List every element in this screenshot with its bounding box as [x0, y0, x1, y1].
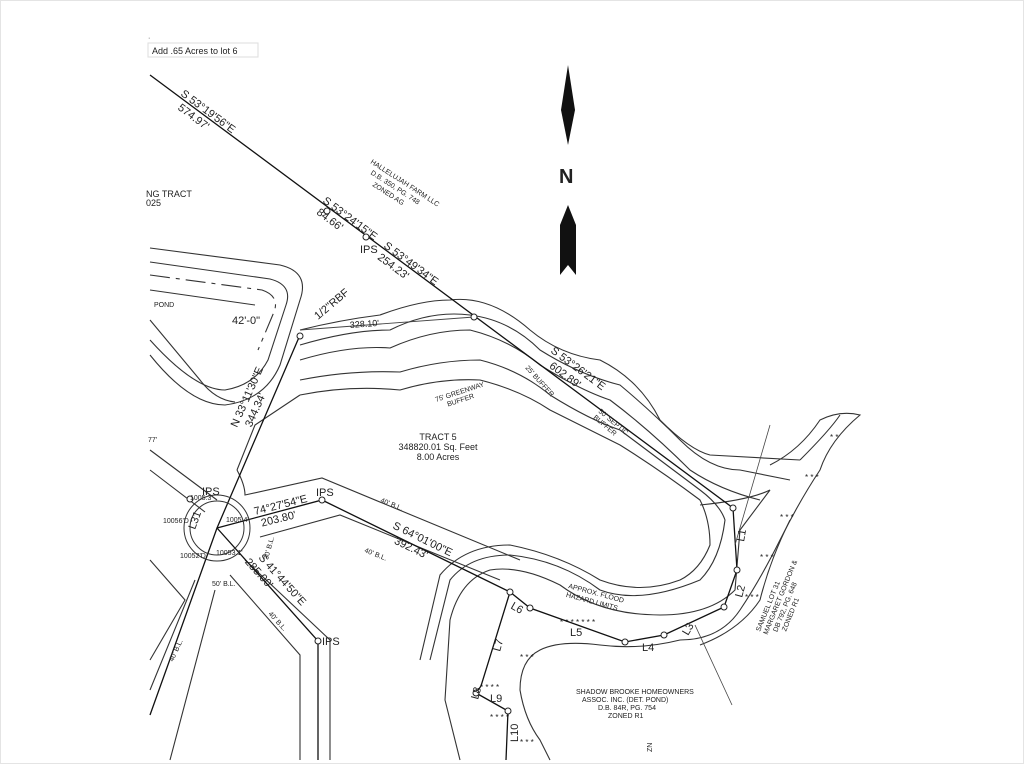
svg-text:8.00 Acres: 8.00 Acres: [417, 452, 460, 462]
line-label-l4: L4: [642, 642, 654, 654]
zone-label: ZN: [647, 743, 654, 752]
svg-text:* * *: * * *: [520, 653, 534, 662]
line-label-l3: L3: [680, 621, 697, 638]
svg-text:* * *: * * *: [760, 553, 774, 562]
owner-shadow-brooke: SHADOW BROOKE HOMEOWNERS ASSOC. INC. (DE…: [576, 689, 694, 720]
svg-text:348820.01 Sq. Feet: 348820.01 Sq. Feet: [398, 442, 478, 452]
line-label-l10: L10: [509, 724, 521, 742]
offset-label: 42'-0": [232, 315, 260, 327]
elevation-label: 10053.1': [216, 550, 243, 557]
svg-text:* * *: * * *: [780, 513, 794, 522]
elevation-label: 10052'D: [180, 553, 206, 560]
svg-text:TRACT 5: TRACT 5: [419, 432, 456, 442]
adjoining-tract-label: NG TRACT: [146, 189, 192, 199]
property-boundary: [149, 74, 771, 761]
north-label: N: [559, 166, 573, 188]
ips-label: IPS: [316, 487, 334, 499]
building-line-label: 30' B.L.: [263, 536, 276, 561]
svg-text:* * * *: * * * *: [490, 713, 509, 722]
line-label-l9: L9: [490, 693, 502, 705]
svg-text:D.B. 84R, PG. 754: D.B. 84R, PG. 754: [598, 705, 656, 712]
elevation-label: 1005.3': [190, 495, 213, 502]
building-line-label: 50' B.L.: [212, 581, 236, 588]
partial-dimension: 77': [148, 437, 157, 444]
svg-text:* * * * * * *: * * * * * * *: [560, 618, 595, 627]
line-label-l5: L5: [570, 627, 582, 639]
building-line-label: 40' B.L.: [379, 497, 403, 512]
svg-text:SHADOW BROOKE HOMEOWNERS: SHADOW BROOKE HOMEOWNERS: [576, 689, 694, 696]
tract-label: TRACT 5 348820.01 Sq. Feet 8.00 Acres: [398, 432, 478, 462]
adjoining-tract-number: 025: [146, 198, 161, 208]
building-line-label: 40' B.L.: [168, 639, 184, 663]
pond-label: POND: [154, 302, 174, 309]
line-label-l6: L6: [509, 600, 526, 617]
north-arrow-icon: N: [559, 65, 576, 275]
line-label-l31: L31: [187, 510, 205, 531]
corner-mark: ·: [148, 35, 150, 42]
svg-text:ZONED R1: ZONED R1: [608, 713, 644, 720]
svg-text:* * * *: * * * *: [480, 683, 499, 692]
note-box: [147, 42, 259, 58]
line-label-l2: L2: [733, 584, 748, 599]
road-right-of-way: [149, 247, 521, 761]
fence-distance: 328.10': [349, 318, 379, 330]
line-label-l1: L1: [735, 528, 749, 542]
owner-hallelujah: HALLELUJAH FARM LLC D.B. 350, PG. 748 ZO…: [369, 159, 440, 209]
note-text: Add .65 Acres to lot 6: [152, 46, 238, 56]
owner-east: SAMUEL LOT 31 MARGARET GORDON & DB 792, …: [755, 559, 801, 636]
ips-label: IPS: [360, 244, 378, 256]
ips-label: IPS: [202, 486, 220, 498]
svg-text:* * *: * * *: [745, 593, 759, 602]
line-label-l8: L8: [469, 686, 484, 701]
rebar-found-label: 1/2"RBF: [312, 286, 351, 322]
building-line-label: 40' B.L.: [363, 547, 387, 562]
wetland-area: * * * * * * * * * * * * * * * * * * * * * *…: [480, 412, 862, 761]
ips-label: IPS: [322, 636, 340, 648]
elevation-label: 10056'D: [163, 518, 189, 525]
elevation-label: 1005.4': [226, 517, 249, 524]
line-label-l7: L7: [491, 638, 506, 653]
svg-text:* *: * *: [830, 433, 838, 442]
svg-text:* * *: * * *: [805, 473, 819, 482]
svg-text:ASSOC. INC. (DET. POND): ASSOC. INC. (DET. POND): [582, 697, 668, 704]
svg-text:* * *: * * *: [520, 738, 534, 747]
